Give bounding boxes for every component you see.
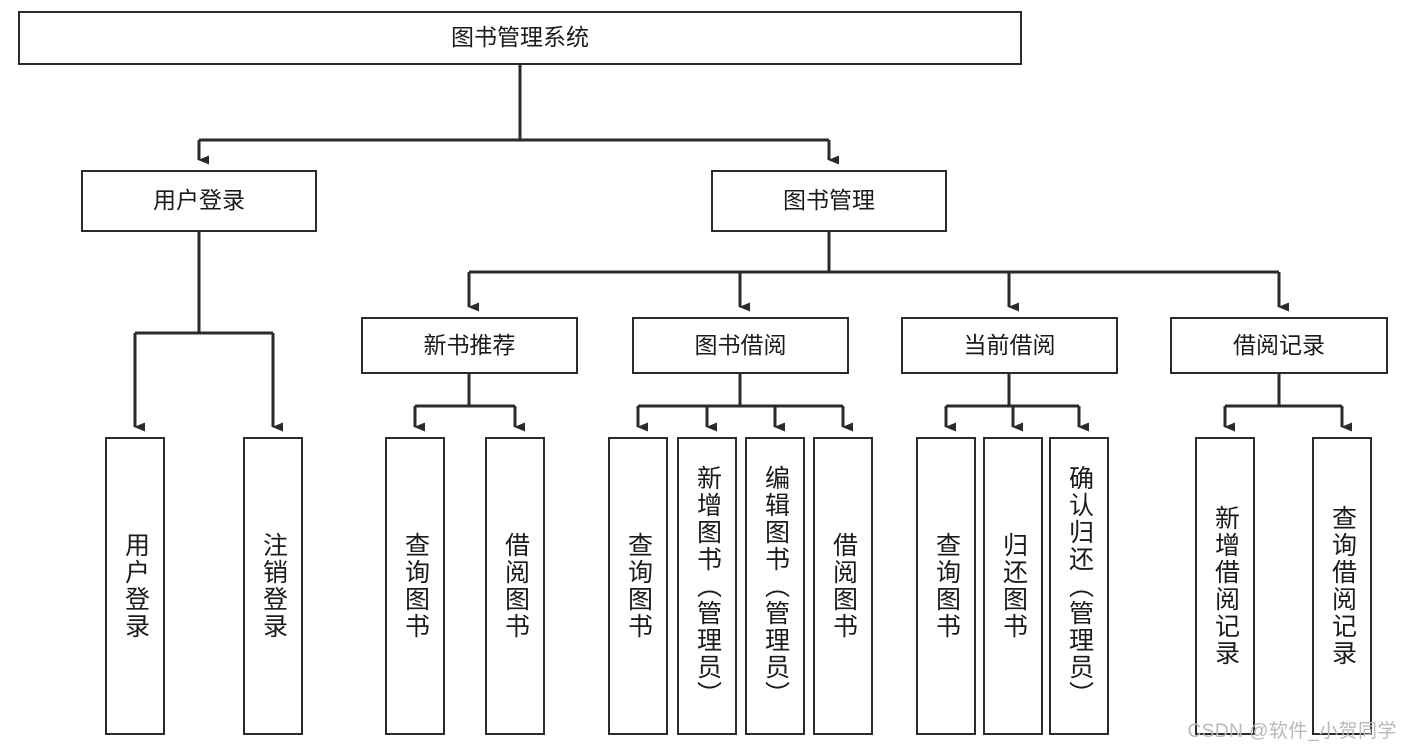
node-leaf-borrow-book[interactable]: 借阅图书 [813, 437, 873, 735]
node-leaf-borrow-query-label: 查询图书 [624, 532, 653, 640]
node-borrow-record[interactable]: 借阅记录 [1170, 317, 1388, 374]
node-leaf-edit-book-admin-label: 编辑图书（管理员） [761, 464, 790, 708]
node-leaf-query-borrow-record-label: 查询借阅记录 [1328, 505, 1357, 667]
node-leaf-current-query-label: 查询图书 [932, 532, 961, 640]
node-leaf-user-login-label: 用户登录 [121, 532, 150, 640]
node-leaf-borrow-query[interactable]: 查询图书 [608, 437, 668, 735]
node-leaf-newbook-query[interactable]: 查询图书 [385, 437, 445, 735]
node-leaf-add-book-admin-label: 新增图书（管理员） [693, 464, 722, 708]
node-root-label: 图书管理系统 [451, 24, 589, 51]
node-leaf-edit-book-admin[interactable]: 编辑图书（管理员） [745, 437, 805, 735]
node-book-borrow[interactable]: 图书借阅 [632, 317, 849, 374]
node-current-borrow[interactable]: 当前借阅 [901, 317, 1118, 374]
node-book-management-label: 图书管理 [783, 187, 875, 214]
node-leaf-borrow-book-label: 借阅图书 [829, 532, 858, 640]
node-new-book-recommend[interactable]: 新书推荐 [361, 317, 578, 374]
node-leaf-newbook-query-label: 查询图书 [401, 532, 430, 640]
node-leaf-logout-label: 注销登录 [259, 532, 288, 640]
node-leaf-add-borrow-record-label: 新增借阅记录 [1211, 505, 1240, 667]
node-leaf-return-book[interactable]: 归还图书 [983, 437, 1043, 735]
node-leaf-confirm-return-admin[interactable]: 确认归还（管理员） [1049, 437, 1109, 735]
node-new-book-recommend-label: 新书推荐 [423, 331, 516, 358]
node-book-management[interactable]: 图书管理 [711, 170, 947, 232]
node-leaf-add-book-admin[interactable]: 新增图书（管理员） [677, 437, 737, 735]
node-leaf-confirm-return-admin-label: 确认归还（管理员） [1065, 464, 1094, 708]
node-root[interactable]: 图书管理系统 [18, 11, 1022, 65]
node-leaf-logout[interactable]: 注销登录 [243, 437, 303, 735]
node-borrow-record-label: 借阅记录 [1233, 331, 1325, 358]
node-book-borrow-label: 图书借阅 [694, 331, 787, 358]
node-user-login-label: 用户登录 [153, 187, 245, 214]
node-leaf-add-borrow-record[interactable]: 新增借阅记录 [1195, 437, 1255, 735]
node-leaf-return-book-label: 归还图书 [999, 532, 1028, 640]
node-leaf-query-borrow-record[interactable]: 查询借阅记录 [1312, 437, 1372, 735]
node-leaf-user-login[interactable]: 用户登录 [105, 437, 165, 735]
node-leaf-newbook-borrow[interactable]: 借阅图书 [485, 437, 545, 735]
node-leaf-current-query[interactable]: 查询图书 [916, 437, 976, 735]
node-user-login[interactable]: 用户登录 [81, 170, 317, 232]
node-leaf-newbook-borrow-label: 借阅图书 [501, 532, 530, 640]
node-current-borrow-label: 当前借阅 [963, 331, 1056, 358]
